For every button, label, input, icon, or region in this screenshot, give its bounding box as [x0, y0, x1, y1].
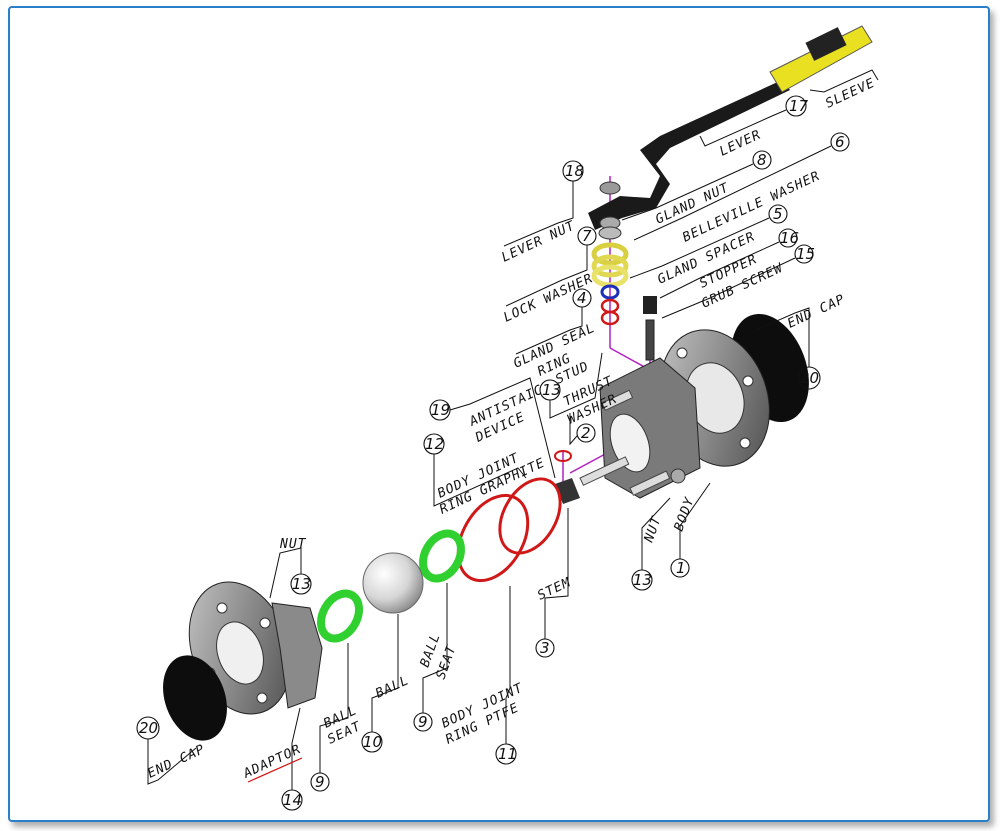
label-ball-seat-right: 9 BALL SEAT [413, 583, 460, 732]
svg-text:5: 5 [773, 205, 783, 223]
svg-text:7: 7 [582, 227, 592, 245]
label-lever-nut: 18 LEVER NUT [499, 160, 584, 266]
lever-part [588, 25, 873, 230]
adaptor-part [163, 581, 323, 741]
end-cap-left [163, 655, 227, 741]
svg-text:14: 14 [283, 791, 302, 809]
svg-text:END CAP: END CAP [145, 742, 207, 782]
svg-text:1: 1 [676, 559, 686, 577]
lock-washer-part [598, 226, 622, 240]
ball-seat-left-part [317, 589, 363, 643]
svg-text:17: 17 [789, 97, 809, 115]
svg-text:END CAP: END CAP [785, 292, 847, 332]
svg-text:13: 13 [633, 571, 652, 589]
body-joint-rings [456, 477, 562, 583]
svg-text:LEVER NUT: LEVER NUT [499, 218, 577, 265]
label-ball: 10 BALL [361, 614, 412, 753]
svg-text:9: 9 [418, 713, 428, 731]
svg-text:6: 6 [835, 133, 845, 151]
svg-text:13: 13 [292, 575, 311, 593]
label-body-joint-ring-ptfe: 11 BODY JOINT RING PTFE [439, 586, 526, 765]
svg-text:SLEEVE: SLEEVE [823, 76, 877, 112]
label-nut-body: 13 NUT 1 BODY [631, 482, 711, 591]
svg-text:BALL: BALL [373, 673, 411, 702]
stem-stack [591, 181, 629, 326]
body-part [579, 313, 809, 499]
svg-text:20: 20 [139, 719, 158, 737]
svg-text:2: 2 [581, 424, 591, 442]
gland-seal-blue [600, 284, 620, 300]
sleeve-logo [805, 27, 847, 61]
exploded-ball-valve-diagram: 17 LEVER SLEEVE 18 LEVER NUT 8 GLAND NUT… [136, 25, 879, 811]
label-nut-left: 13 NUT [269, 537, 312, 599]
svg-text:18: 18 [565, 162, 584, 180]
svg-text:BODY: BODY [672, 495, 698, 533]
body-joint-ring-graphite-part [498, 477, 562, 555]
ball-part [362, 552, 424, 614]
belleville-washer-part [591, 242, 629, 266]
diagram-frame: 17 LEVER SLEEVE 18 LEVER NUT 8 GLAND NUT… [8, 6, 990, 822]
grub-screw-part [643, 296, 657, 361]
svg-text:3: 3 [540, 639, 550, 657]
svg-text:19: 19 [431, 401, 450, 419]
label-sleeve: SLEEVE [809, 69, 879, 112]
svg-text:9: 9 [315, 773, 325, 791]
svg-text:STEM: STEM [535, 575, 573, 604]
svg-text:11: 11 [498, 745, 517, 763]
svg-text:NUT: NUT [641, 514, 665, 545]
svg-text:8: 8 [757, 151, 767, 169]
svg-text:4: 4 [577, 289, 587, 307]
ball-seats [317, 529, 465, 643]
svg-text:13: 13 [542, 381, 561, 399]
svg-text:10: 10 [363, 733, 382, 751]
label-body-joint-ring-graphite: 12 BODY JOINT RING GRAPHITE [423, 433, 548, 518]
svg-text:16: 16 [780, 229, 799, 247]
svg-text:12: 12 [425, 435, 444, 453]
label-stem: 3 STEM [535, 508, 574, 658]
svg-text:15: 15 [796, 245, 815, 263]
label-adaptor: 14 ADAPTOR [240, 707, 304, 811]
lever-nut-part [599, 181, 621, 195]
svg-text:NUT: NUT [279, 537, 307, 552]
svg-text:20: 20 [800, 369, 819, 387]
ball-seat-right-part [419, 529, 465, 583]
